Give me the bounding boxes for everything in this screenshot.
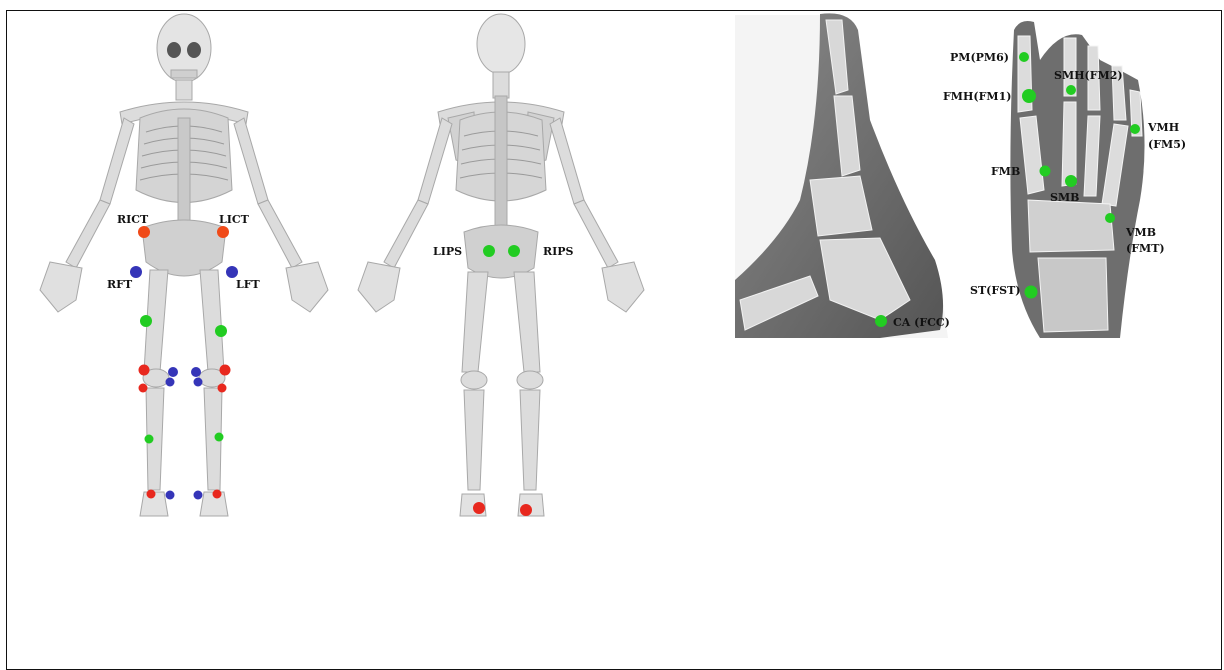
marker-fmh [1022,89,1036,103]
label-fmb: FMB [991,165,1020,178]
label-smb: SMB [1050,191,1079,204]
label-vmb-code: (FMT) [1126,242,1165,255]
marker-st [1025,286,1038,299]
label-fmh: FMH(FM1) [943,90,1011,103]
label-vmh-code: (FM5) [1148,138,1186,151]
label-vmh: VMH [1147,121,1179,134]
marker-smh [1066,85,1076,95]
marker-fmb [1040,166,1051,177]
marker-pm [1019,52,1029,62]
label-st: ST(FST) [970,284,1020,297]
label-pm: PM(PM6) [950,51,1009,64]
marker-vmh [1130,124,1140,134]
label-smh: SMH(FM2) [1054,69,1123,82]
label-vmb: VMB [1125,226,1156,239]
marker-vmb [1105,213,1115,223]
marker-smb [1065,175,1077,187]
